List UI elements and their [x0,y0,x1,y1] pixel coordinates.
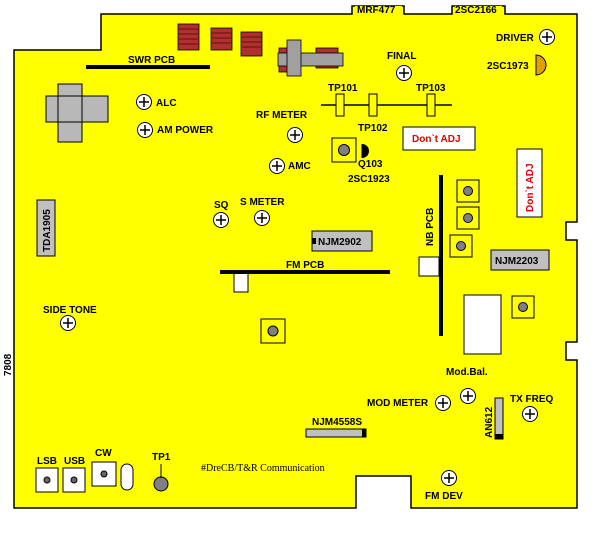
label-2sc2166: 2SC2166 [455,5,497,16]
tp1-point[interactable] [153,464,169,492]
chip-an612 [494,397,504,440]
tp103-pad[interactable] [426,93,436,117]
label-side-tone: SIDE TONE [43,305,97,316]
label-am-power: AM POWER [157,125,214,136]
label-dont-adj-vertical: Don`t ADJ [525,163,536,212]
label-tp1: TP1 [152,452,171,463]
side-tone-trimmer-icon[interactable] [60,315,76,331]
amc-trimmer-icon[interactable] [269,158,285,174]
s-meter-trimmer-icon[interactable] [254,210,270,226]
chip-tda1905 [36,199,56,257]
label-an612: AN612 [484,406,495,438]
sq-trimmer-icon[interactable] [213,212,229,228]
label-driver: DRIVER [496,33,535,44]
label-alc: ALC [156,98,177,109]
cw-slot [120,463,134,491]
label-nb-pcb: NB PCB [425,208,436,246]
label-fm-dev: FM DEV [425,491,463,502]
chip-njm4558s [305,428,367,438]
label-s-meter: S METER [240,197,285,208]
label-amc: AMC [288,161,311,172]
tp101-pad[interactable] [335,93,345,117]
chip-njm2902 [311,230,373,252]
alc-trimmer-icon[interactable] [136,94,152,110]
label-2sc1973: 2SC1973 [487,61,529,72]
label-lsb: LSB [37,456,57,467]
label-tp103: TP103 [416,83,446,94]
label-usb: USB [64,456,85,467]
dont-adjust-box-vertical [516,148,543,218]
label-mod-meter: MOD METER [367,398,429,409]
label-sq: SQ [214,200,229,211]
label-credit: #DreCB/T&R Communication [201,463,325,474]
label-tda1905: TDA1905 [42,209,53,252]
label-fm-pcb: FM PCB [286,260,324,271]
final-trimmer-icon[interactable] [396,65,412,81]
mod-bal-trimmer-icon[interactable] [460,388,476,404]
label-tp102: TP102 [358,123,388,134]
switch-cw[interactable] [91,461,117,487]
label-tx-freq: TX FREQ [510,394,554,405]
label-mrf477: MRF477 [357,5,396,16]
label-tp101: TP101 [328,83,358,94]
label-rf-meter: RF METER [256,110,308,121]
label-2sc1923: 2SC1923 [348,174,390,185]
label-final: FINAL [387,51,416,62]
q103-transistor [331,137,369,163]
fm-dev-trimmer-icon[interactable] [441,470,457,486]
coil-group [177,23,344,77]
twosc1973-transistor [535,54,547,76]
label-dont-adj-horizontal: Don`t ADJ [412,134,461,145]
chip-njm2203 [490,249,550,271]
label-q103: Q103 [358,159,383,170]
label-cw: CW [95,448,112,459]
label-mod-bal: Mod.Bal. [446,367,488,378]
tp102-pad[interactable] [368,93,378,117]
label-7808: 7808 [3,353,14,376]
label-njm2203: NJM2203 [495,256,539,267]
trim-pads [233,179,535,355]
heatsink [45,83,109,143]
dont-adjust-box [402,126,476,151]
mod-meter-trimmer-icon[interactable] [435,395,451,411]
label-njm2902: NJM2902 [318,237,362,248]
am-power-trimmer-icon[interactable] [137,122,153,138]
driver-trimmer-icon[interactable] [539,29,555,45]
tx-freq-trimmer-icon[interactable] [522,406,538,422]
switch-lsb[interactable] [35,467,59,493]
rf-meter-trimmer-icon[interactable] [287,127,303,143]
switch-usb[interactable] [62,467,86,493]
label-njm4558s: NJM4558S [312,417,362,428]
label-swr-pcb: SWR PCB [128,55,175,66]
